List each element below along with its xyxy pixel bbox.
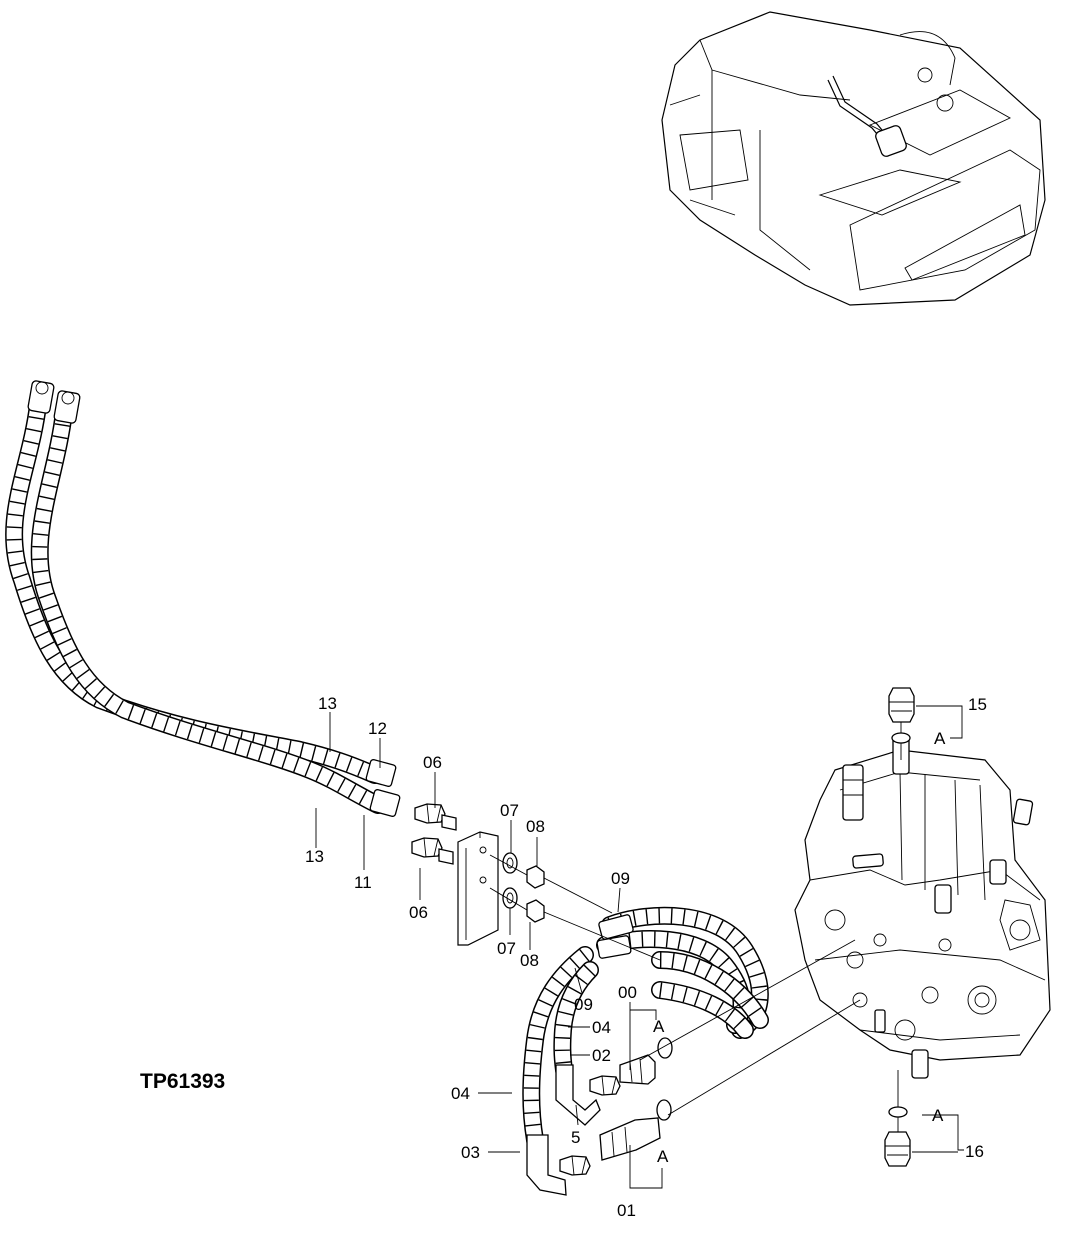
callout-00: 00 [618, 983, 637, 1002]
connection-lines [543, 722, 902, 1132]
callout-09-top: 09 [611, 869, 630, 888]
bracket-plate [457, 831, 499, 946]
figure-id: TP61393 [140, 1070, 225, 1093]
callout-13-top: 13 [318, 694, 337, 713]
callout-a-00: A [653, 1017, 665, 1036]
callout-02: 02 [592, 1046, 611, 1065]
control-valve-assembly [794, 737, 1051, 1079]
callout-12: 12 [368, 719, 387, 738]
callout-5: 5 [571, 1128, 580, 1147]
callout-04-left: 04 [451, 1084, 470, 1103]
callout-07-top: 07 [500, 801, 519, 820]
callout-13-bottom: 13 [305, 847, 324, 866]
callout-labels: 13 12 06 07 08 09 13 11 06 07 08 09 00 A… [140, 694, 987, 1220]
plug-fittings [884, 687, 915, 1167]
lower-hoses [522, 946, 621, 1196]
callout-06-top: 06 [423, 753, 442, 772]
excavator-overview-illustration [661, 11, 1046, 306]
washers-and-nuts [489, 852, 545, 923]
long-hose-pair [5, 380, 401, 817]
callout-04-mid: 04 [592, 1018, 611, 1037]
elbow-fittings [599, 1037, 673, 1161]
callout-07-bottom: 07 [497, 939, 516, 958]
callout-a-01: A [657, 1147, 669, 1166]
callout-15: 15 [968, 695, 987, 714]
callout-16: 16 [965, 1142, 984, 1161]
callout-a-15: A [934, 729, 946, 748]
callout-06-bottom: 06 [409, 903, 428, 922]
callout-a-16: A [932, 1106, 944, 1125]
callout-09-bottom: 09 [574, 995, 593, 1014]
callout-01: 01 [617, 1201, 636, 1220]
callout-08-bottom: 08 [520, 951, 539, 970]
leader-lines [315, 705, 964, 1189]
callout-03: 03 [461, 1143, 480, 1162]
callout-08-top: 08 [526, 817, 545, 836]
callout-11: 11 [354, 873, 372, 892]
adapter-fittings [411, 803, 457, 865]
short-hose-loop [596, 906, 769, 1039]
